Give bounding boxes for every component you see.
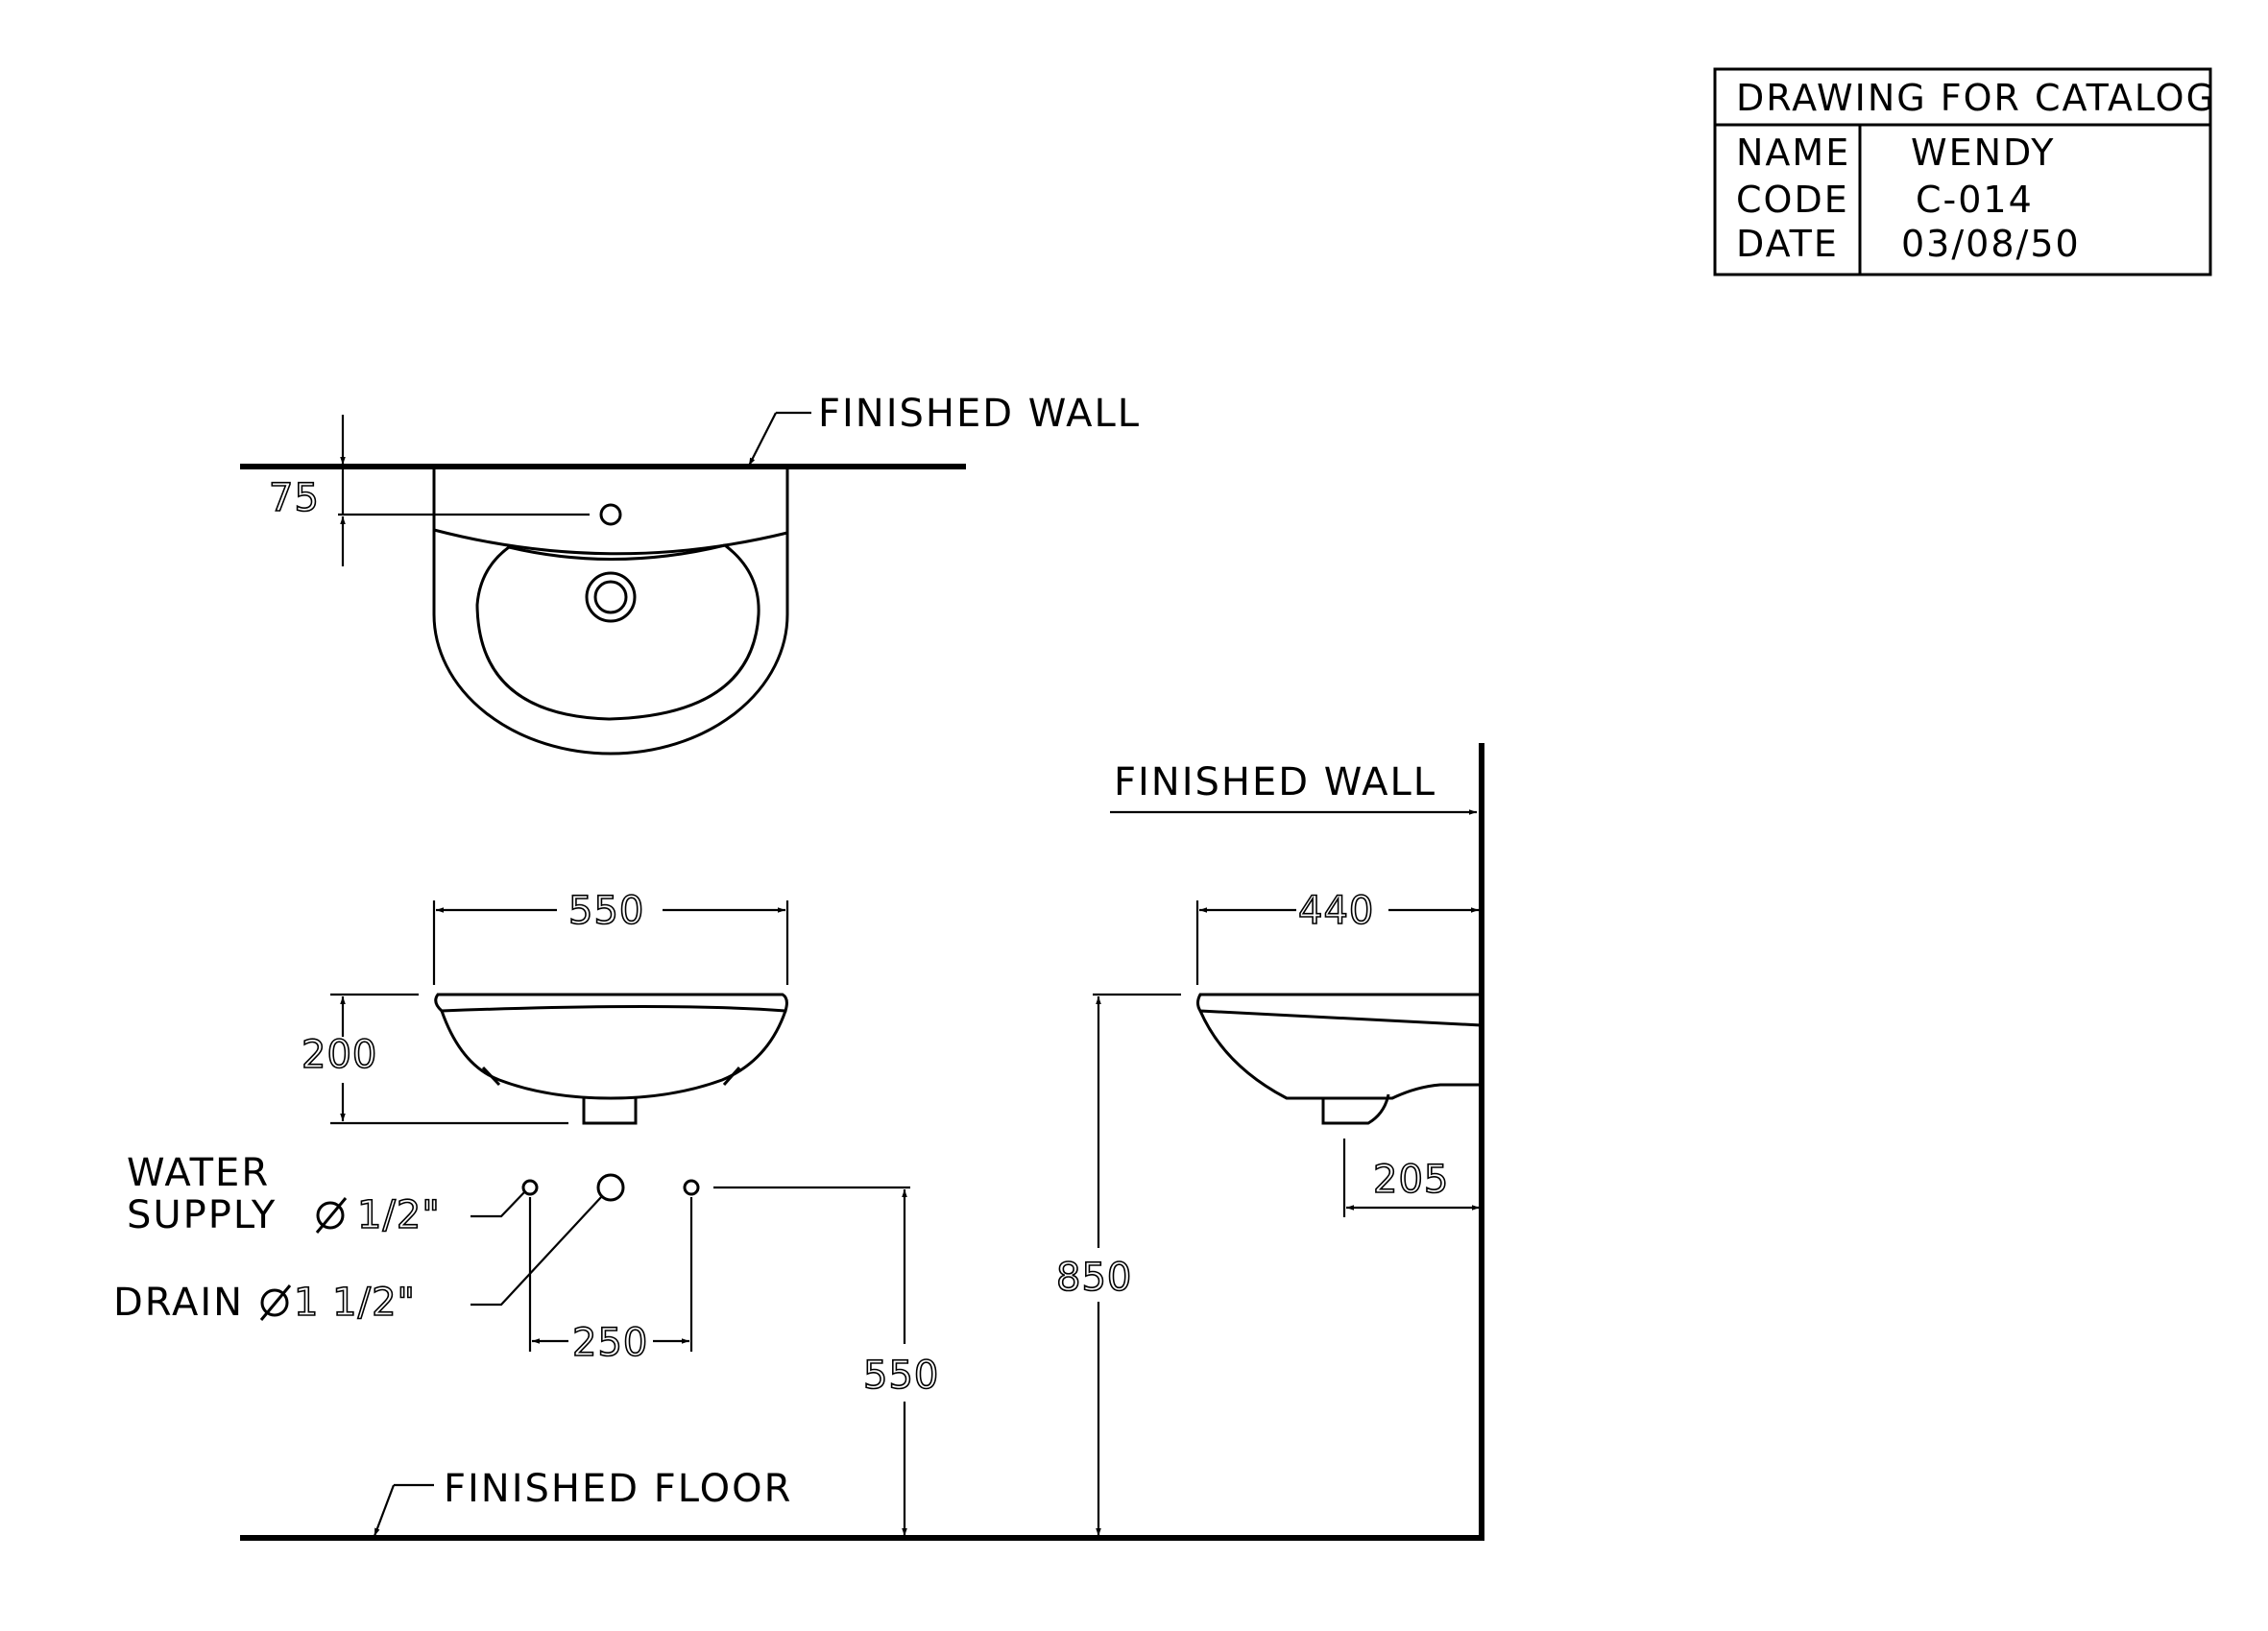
drain-outlet bbox=[596, 1173, 625, 1202]
dim-basin-width: 550 bbox=[568, 889, 644, 933]
title-block-heading: DRAWING FOR CATALOG bbox=[1736, 77, 2216, 119]
water-supply-size: 1/2" bbox=[357, 1193, 441, 1237]
basin-side-trap bbox=[1321, 1093, 1390, 1125]
basin-front-trap bbox=[582, 1098, 638, 1125]
basin-front-rim bbox=[434, 993, 788, 1013]
basin-plan-outline bbox=[432, 467, 789, 756]
title-block-date-key: DATE bbox=[1736, 223, 1839, 265]
drain-label: DRAIN bbox=[113, 1281, 244, 1325]
water-supply-left bbox=[521, 1179, 539, 1196]
drain-size: 1 1/2" bbox=[294, 1281, 416, 1325]
title-block-name-key: NAME bbox=[1736, 132, 1850, 174]
drain-outer bbox=[585, 571, 637, 623]
site-lines: FINISHED FLOOR FINISHED WALL bbox=[240, 743, 1484, 1541]
basin-front-body bbox=[440, 1010, 787, 1100]
title-block-date-value: 03/08/50 bbox=[1901, 223, 2081, 265]
water-supply-label-1: WATER bbox=[127, 1151, 270, 1195]
side-elevation: 440 850 205 bbox=[1055, 888, 1484, 1536]
title-block-code-value: C-014 bbox=[1916, 179, 2034, 221]
water-supply-label-2: SUPPLY bbox=[127, 1193, 277, 1237]
bowl-inner bbox=[475, 543, 760, 721]
title-block-code-key: CODE bbox=[1736, 179, 1849, 221]
front-elevation: 550 200 WATER SUPPLY 1/2" DRAIN bbox=[113, 888, 939, 1536]
dim-basin-height: 200 bbox=[302, 1033, 377, 1077]
dim-drain-offset: 205 bbox=[1373, 1158, 1449, 1202]
drain-inner bbox=[593, 580, 628, 614]
basin-side-rim bbox=[1196, 993, 1484, 1027]
basin-side-body bbox=[1198, 1010, 1482, 1100]
title-block: DRAWING FOR CATALOG NAME WENDY CODE C-01… bbox=[1713, 67, 2216, 276]
dim-pipe-spacing: 250 bbox=[572, 1321, 648, 1365]
plan-view: FINISHED WALL 75 bbox=[240, 392, 1141, 756]
finished-floor-label: FINISHED FLOOR bbox=[444, 1467, 792, 1511]
tap-hole bbox=[599, 503, 622, 526]
title-block-name-value: WENDY bbox=[1911, 132, 2055, 174]
water-supply-right bbox=[683, 1179, 700, 1196]
dim-wall-offset: 75 bbox=[269, 476, 320, 520]
dim-basin-depth: 440 bbox=[1298, 889, 1374, 933]
dim-rim-height: 850 bbox=[1056, 1256, 1132, 1300]
diameter-icon-water bbox=[315, 1197, 348, 1234]
finished-wall-label-top: FINISHED WALL bbox=[818, 392, 1141, 436]
dim-pipe-height: 550 bbox=[863, 1354, 939, 1398]
finished-wall-label-side: FINISHED WALL bbox=[1114, 760, 1436, 804]
diameter-icon-drain bbox=[259, 1284, 292, 1321]
